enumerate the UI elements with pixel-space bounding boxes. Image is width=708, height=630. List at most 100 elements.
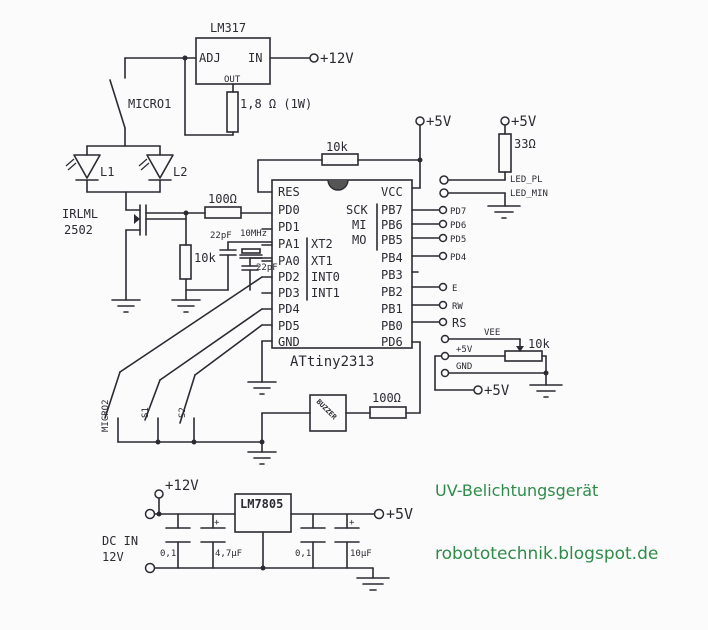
resistor-33-label: 33Ω	[514, 137, 536, 151]
isp-pd6: PD6	[450, 221, 466, 231]
dc-in-label-2: 12V	[102, 550, 124, 564]
cap-3-label: 0,1	[295, 549, 311, 559]
mcu-pin-pd6: PD6	[381, 335, 403, 349]
contrast-pot-circuit: VEE 10k +5V GND +5V	[434, 328, 563, 399]
attiny2313-mcu: ATtiny2313 RES PD0 PD1 PA1 PA0 PD2 PD3 P…	[247, 114, 452, 395]
resistor-pulldown-10k	[179, 244, 192, 280]
mcu-pin-pd2: PD2	[278, 270, 300, 284]
lcd-e: E	[452, 284, 457, 294]
vee-label: VEE	[484, 328, 500, 338]
mcu-alt-xt1: XT1	[311, 254, 333, 268]
mcu-pin-pb2: PB2	[381, 285, 403, 299]
mcu-pin-pb7: PB7	[381, 203, 403, 217]
mcu-pin-pd5: PD5	[278, 319, 300, 333]
mcu-pin-pb4: PB4	[381, 251, 403, 265]
power-out-label: +5V	[386, 505, 413, 523]
cap-4-label: 10µF	[350, 549, 372, 559]
lm317-in-pin: IN	[248, 51, 262, 65]
cap-4-polarity: +	[349, 518, 355, 528]
mcu-alt-xt2: XT2	[311, 237, 333, 251]
mcu-alt-int0: INT0	[311, 270, 340, 284]
mcu-pin-res: RES	[278, 185, 300, 199]
mcu-pin-pa1: PA1	[278, 237, 300, 251]
website-url: robototechnik.blogspot.de	[435, 544, 658, 564]
led-min-label: LED_MIN	[510, 189, 548, 199]
lm317-supply-label: +12V	[320, 51, 354, 67]
ground-symbol	[111, 299, 141, 313]
pot-gnd-label: GND	[456, 362, 472, 372]
power-in-label: +12V	[165, 478, 199, 494]
resistor-reset-10k	[321, 153, 359, 166]
dc-in-label-1: DC IN	[102, 534, 138, 548]
led-connector: +5V 33Ω LED_PL LED_MIN	[439, 114, 548, 219]
resistor-buzzer-label: 100Ω	[372, 391, 401, 405]
mcu-name: ATtiny2313	[290, 354, 374, 370]
mosfet-label-1: IRLML	[62, 207, 98, 221]
led-string: MICRO1 L1 L2	[65, 79, 187, 211]
mcu-pin-pb6: PB6	[381, 218, 403, 232]
terminal-5v-led	[500, 116, 510, 126]
power-supply: +12V LM7805 +5V DC IN 12V 0,1 + 4,7µF 0,…	[102, 478, 413, 591]
mcu-pin-pb0: PB0	[381, 319, 403, 333]
resistor-gate-100	[204, 206, 242, 219]
mcu-pin-gnd: GND	[278, 335, 300, 349]
ground-symbol	[247, 381, 277, 395]
terminal-12v-lm317	[309, 53, 319, 63]
mcu-notch	[327, 179, 349, 191]
cap-2-label: 4,7µF	[215, 549, 242, 559]
lm7805-label: LM7805	[240, 497, 283, 511]
lcd-rw: RW	[452, 302, 463, 312]
mcu-pin-pb3: PB3	[381, 268, 403, 282]
resistor-pulldown-label: 10k	[194, 251, 216, 265]
mcu-pin-pd3: PD3	[278, 286, 300, 300]
isp-connector: PD7 PD6 PD5 PD4	[411, 205, 466, 273]
potentiometer	[504, 350, 543, 362]
cap-2-polarity: +	[214, 518, 220, 528]
terminal-12v-in	[154, 489, 164, 499]
mcu-pin-pd4: PD4	[278, 302, 300, 316]
ground-symbol	[171, 299, 201, 313]
mcu-alt-sck: SCK	[346, 203, 368, 217]
lm317-label: LM317	[210, 21, 246, 35]
switches: MICRO2 S1 S2	[101, 276, 277, 465]
micro1-switch	[109, 79, 126, 129]
pot-label: 10k	[528, 337, 550, 351]
micro2-label: MICRO2	[101, 399, 111, 432]
s2-switch	[179, 374, 196, 424]
crystal-circuit: 22pF 10MHz 22pF	[210, 229, 278, 291]
mcu-alt-mo: MO	[352, 233, 366, 247]
led-supply-label: +5V	[511, 114, 537, 130]
resistor-reset-label: 10k	[326, 140, 348, 154]
mosfet-irlml2502: IRLML 2502	[62, 204, 189, 301]
s2-label: S2	[178, 407, 188, 418]
mcu-pin-vcc: VCC	[381, 185, 403, 199]
mcu-alt-int1: INT1	[311, 286, 340, 300]
mcu-pin-pd0: PD0	[278, 203, 300, 217]
led-l2-label: L2	[173, 165, 187, 179]
s1-switch	[144, 379, 161, 421]
crystal-freq-label: 10MHz	[240, 229, 267, 239]
mcu-alt-mi: MI	[352, 218, 366, 232]
mcu-pin-pb1: PB1	[381, 302, 403, 316]
micro2-switch	[104, 371, 121, 419]
resistor-gate-label: 100Ω	[208, 192, 237, 206]
isp-pd5: PD5	[450, 235, 466, 245]
lcd-connector: E RW RS	[411, 282, 466, 330]
cap-1-label: 0,1	[160, 549, 176, 559]
terminal-5v-out	[373, 508, 385, 520]
micro1-label: MICRO1	[128, 97, 171, 111]
crystal-cap2-label: 22pF	[256, 263, 278, 273]
lm317-adj-pin: ADJ	[199, 51, 221, 65]
s1-label: S1	[141, 407, 151, 418]
terminal-dc-in-plus	[144, 508, 156, 520]
mcu-pin-pd1: PD1	[278, 220, 300, 234]
led-pl-label: LED_PL	[510, 175, 543, 185]
terminal-dc-in-gnd	[144, 562, 156, 574]
mcu-pin-pa0: PA0	[278, 254, 300, 268]
resistor-33	[498, 133, 512, 173]
buzzer-label: BUZZER	[315, 398, 339, 422]
resistor-buzzer-100	[369, 406, 407, 419]
led-l2	[146, 154, 174, 179]
